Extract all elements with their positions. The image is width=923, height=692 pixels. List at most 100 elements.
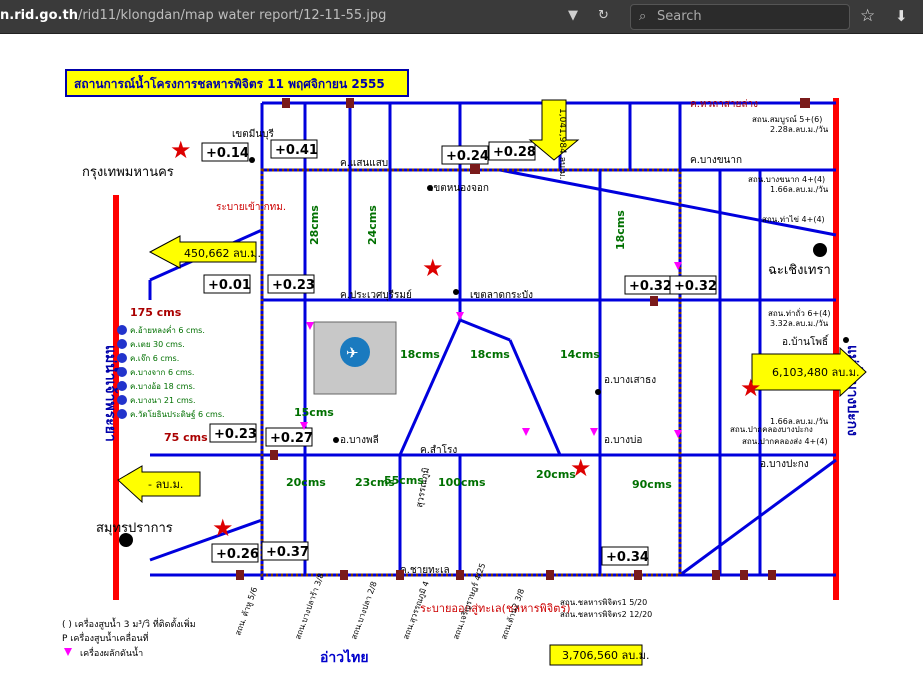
legend-3: เครื่องผลักดันน้ำ <box>80 646 143 659</box>
level-box-4: +0.28 <box>493 145 536 160</box>
intake-label: ระบายเข้า กทม. <box>216 201 286 213</box>
svg-text:★: ★ <box>170 136 192 164</box>
samut-prakan-label: สมุทรปราการ <box>96 521 173 536</box>
water-map: สถานการณ์น้ำโครงการชลหารพิจิตร 11 พฤศจิก… <box>0 34 923 688</box>
water-map-image: สถานการณ์น้ำโครงการชลหารพิจิตร 11 พฤศจิก… <box>0 34 923 688</box>
station-right-5: สถน.ท่าไข่ 4+(4) <box>762 215 825 224</box>
level-box-13: +0.34 <box>606 550 649 565</box>
station-right-1: สถน.สมบูรณ์ 5+(6) <box>752 114 822 125</box>
search-box[interactable]: ⌕ Search <box>630 4 850 30</box>
station-right-3: สถน.บางขนาก 4+(4) <box>748 175 825 184</box>
bang-bo-label: อ.บางบ่อ <box>604 435 642 446</box>
rate-3: 18cms <box>400 348 440 361</box>
lat-krabang-label: เขตลาดกระบัง <box>470 290 533 301</box>
rate-14: 175 cms <box>130 306 182 319</box>
outflow-arrow-left <box>117 465 201 504</box>
area-boundary <box>260 168 682 577</box>
rate-12: 20cms <box>536 468 576 481</box>
rate-13: 90cms <box>632 478 672 491</box>
rate-10: 55cms <box>384 474 424 487</box>
station-right-9: 1.66ล.ลบ.ม./วัน <box>770 417 829 426</box>
rate-1: 28cms <box>308 205 321 245</box>
rate-6: 18cms <box>614 210 627 250</box>
level-box-11: +0.26 <box>216 547 259 562</box>
map-title-box <box>65 69 409 97</box>
outflow-arrow-right <box>751 346 867 398</box>
bookmark-star-icon[interactable]: ☆ <box>860 6 876 26</box>
legend: ( ) เครื่องสูบน้ำ 3 ม³/วิ ที่ติดตั้งเพิ่… <box>62 617 196 659</box>
level-box-2: +0.41 <box>275 143 318 158</box>
reload-icon[interactable]: ↻ <box>598 8 609 23</box>
level-box-8: +0.32 <box>674 279 717 294</box>
level-box-5: +0.01 <box>208 278 251 293</box>
station-right-7: 3.32ล.ลบ.ม./วัน <box>770 319 829 328</box>
bang-khanak-label: ค.บางขนาก <box>690 155 742 166</box>
canal-item-4: ค.บางจาก 6 cms. <box>130 368 194 377</box>
chao-phraya-label: แม่น้ำเจ้าพระยา <box>102 345 122 442</box>
url-host: n.rid.go.th <box>0 8 78 23</box>
svg-text:★: ★ <box>422 254 444 282</box>
rate-9: 23cms <box>355 476 395 489</box>
level-box-1: +0.14 <box>206 146 249 161</box>
total-outflow-box <box>549 644 643 666</box>
svg-text:★: ★ <box>570 454 592 482</box>
outflow-label: ระบายออกสู่ทะเล(ชลหารพิจิตร) <box>420 602 571 615</box>
rate-5: 14cms <box>560 348 600 361</box>
rate-15: 75 cms <box>164 431 208 444</box>
url-bar[interactable]: n.rid.go.th/rid11/klongdan/map water rep… <box>0 5 560 27</box>
station-right-4: 1.66ล.ลบ.ม./วัน <box>770 185 829 194</box>
nong-chok-label: เขตหนองจอก <box>430 183 489 194</box>
canal-list: ค.อ้ายหลงค่ำ 6 cms. ค.เตย 30 cms. ค.เจ๊ก… <box>117 324 225 419</box>
bangkok-label: กรุงเทพมหานคร <box>82 165 174 180</box>
level-box-9: +0.23 <box>214 427 257 442</box>
url-path: /rid11/klongdan/map water report/12-11-5… <box>77 8 387 23</box>
search-placeholder: Search <box>657 9 702 24</box>
rate-7: 15cms <box>294 406 334 419</box>
rate-2: 24cms <box>366 205 379 245</box>
station-right-10: สถน.ปากคลองส่ง 4+(4) <box>742 437 828 446</box>
station-right-2: 2.28ล.ลบ.ม./วัน <box>770 125 829 134</box>
bottom-station-8: สถน.ชลหารพิจิตร2 12/20 <box>560 610 652 619</box>
legend-2: P เครื่องสูบน้ำเคลื่อนที่ <box>62 631 149 644</box>
total-outflow: 3,706,560 ลบ.ม. <box>562 649 649 662</box>
canal-item-3: ค.เจ๊ก 6 cms. <box>130 353 179 363</box>
hua-lam-label: ค.หวถาสายล่าง <box>690 99 758 110</box>
station-right-6: สถน.ท่าถั่ว 6+(4) <box>768 307 831 318</box>
chai-thale-label: ค.ชายทะเล <box>400 565 450 576</box>
bottom-station-7: สถน.ชลหารพิจิตร1 5/20 <box>560 598 647 607</box>
browser-toolbar: n.rid.go.th/rid11/klongdan/map water rep… <box>0 0 923 34</box>
inflow-top-volume: 1,041,984 ลบ.ม. <box>557 108 567 180</box>
rate-11: 100cms <box>438 476 486 489</box>
level-box-7: +0.32 <box>629 279 672 294</box>
intake-arrow <box>148 235 257 269</box>
legend-1: ( ) เครื่องสูบน้ำ 3 ม³/วิ ที่ติดตั้งเพิ่… <box>62 617 196 630</box>
inflow-arrow-top <box>528 99 580 161</box>
station-right-8: สถน.ปากคลองบางปะกง <box>730 425 813 434</box>
gulf-label: อ่าวไทย <box>320 648 369 666</box>
intake-volume: 450,662 ลบ.ม. <box>184 247 261 260</box>
search-icon: ⌕ <box>639 9 647 24</box>
svg-text:✈: ✈ <box>346 344 359 362</box>
rate-4: 18cms <box>470 348 510 361</box>
map-title: สถานการณ์น้ำโครงการชลหารพิจิตร 11 พฤศจิก… <box>74 74 385 91</box>
bang-phli-label: อ.บางพลี <box>340 434 379 446</box>
level-box-6: +0.23 <box>272 278 315 293</box>
svg-text:★: ★ <box>212 514 234 542</box>
canal-item-5: ค.บางอ้อ 18 cms. <box>130 382 195 391</box>
download-icon[interactable]: ⬇ <box>895 7 908 25</box>
chachoengsao-label: ฉะเชิงเทรา <box>768 263 831 278</box>
right-stations: สถน.สมบูรณ์ 5+(6) 2.28ล.ลบ.ม./วัน สถน.บา… <box>730 114 831 446</box>
level-box-12: +0.37 <box>266 545 309 560</box>
bang-pakong-district-label: อ.บางปะกง <box>760 459 809 470</box>
svg-text:★: ★ <box>740 374 762 402</box>
canal-item-2: ค.เตย 30 cms. <box>130 340 185 349</box>
canal-item-6: ค.บางนา 21 cms. <box>130 396 196 405</box>
saen-saep-label: ค.แสนแสบ <box>340 158 388 169</box>
level-box-3: +0.24 <box>446 149 489 164</box>
dropdown-chevron-icon[interactable]: ▼ <box>568 8 578 23</box>
ban-pho-label: อ.บ้านโพธิ์ <box>782 334 830 348</box>
canal-item-7: ค.วัดโยธินประดิษฐ์ 6 cms. <box>130 409 225 419</box>
outflow-left-volume: - ลบ.ม. <box>148 478 183 491</box>
outflow-right-volume: 6,103,480 ลบ.ม. <box>772 366 859 379</box>
min-buri-label: เขตมีนบุรี <box>232 128 275 140</box>
